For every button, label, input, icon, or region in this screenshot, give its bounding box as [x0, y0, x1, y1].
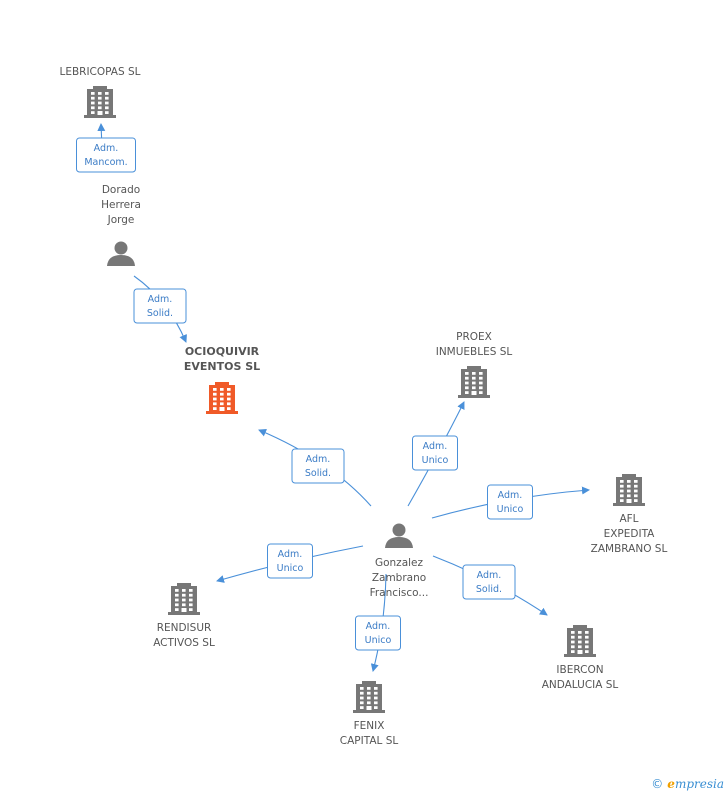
building-icon	[206, 382, 238, 414]
node-label: FENIX	[354, 720, 385, 732]
node-label: OCIOQUIVIR	[185, 345, 260, 358]
node-label: ZAMBRANO SL	[591, 543, 668, 555]
role-badge-text: Solid.	[305, 468, 331, 479]
role-badge[interactable]: Adm. Unico	[412, 435, 458, 471]
person-icon	[107, 241, 135, 266]
node-lebricopas[interactable]: LEBRICOPAS SL	[59, 66, 141, 118]
brand-name: mpresia	[674, 777, 724, 791]
role-badge-text: Adm.	[148, 294, 173, 305]
role-badge-text: Adm.	[278, 549, 303, 560]
edge-gonzalez-to-rendisur: Adm. Unico	[216, 543, 364, 583]
node-label: RENDISUR	[157, 622, 212, 634]
edge-dorado-to-lebricopas: Adm. Mancom.	[76, 123, 136, 173]
node-label: IBERCON	[556, 664, 603, 676]
node-label: Francisco...	[370, 587, 429, 599]
role-badge[interactable]: Adm. Mancom.	[76, 137, 136, 173]
role-badge[interactable]: Adm. Solid.	[462, 564, 516, 600]
node-fenix[interactable]: FENIX CAPITAL SL	[340, 681, 399, 747]
role-badge-text: Adm.	[498, 490, 523, 501]
building-icon	[613, 474, 645, 506]
node-afl[interactable]: AFL EXPEDITA ZAMBRANO SL	[591, 474, 668, 555]
footer-brand: ©empresia	[651, 777, 724, 791]
role-badge[interactable]: Adm. Solid.	[133, 288, 187, 324]
node-ibercon[interactable]: IBERCON ANDALUCIA SL	[542, 625, 619, 691]
node-label: EXPEDITA	[604, 528, 656, 540]
role-badge-text: Solid.	[147, 308, 173, 319]
node-label: Zambrano	[372, 572, 426, 584]
edge-gonzalez-to-ocioquivir: Adm. Solid.	[258, 429, 372, 507]
role-badge-text: Mancom.	[84, 157, 127, 168]
copyright-symbol: ©	[651, 777, 664, 791]
building-icon	[84, 86, 116, 118]
node-label: EVENTOS SL	[184, 360, 260, 373]
person-icon	[385, 523, 413, 548]
node-label: Herrera	[101, 199, 141, 211]
building-icon	[353, 681, 385, 713]
node-ocioquivir[interactable]: OCIOQUIVIR EVENTOS SL	[184, 345, 260, 414]
role-badge[interactable]: Adm. Unico	[355, 615, 401, 651]
node-rendisur[interactable]: RENDISUR ACTIVOS SL	[153, 583, 215, 649]
node-label: CAPITAL SL	[340, 735, 399, 747]
role-badge-text: Adm.	[366, 621, 391, 632]
node-proex[interactable]: PROEX INMUEBLES SL	[436, 331, 513, 398]
role-badge-text: Solid.	[476, 584, 502, 595]
node-label: PROEX	[456, 331, 492, 343]
building-icon	[564, 625, 596, 657]
edge-gonzalez-to-proex: Adm. Unico	[407, 401, 465, 507]
role-badge-text: Unico	[277, 563, 304, 574]
role-badge-text: Adm.	[477, 570, 502, 581]
node-label: ACTIVOS SL	[153, 637, 215, 649]
building-icon	[168, 583, 200, 615]
brand-initial: e	[667, 777, 675, 791]
role-badge-text: Unico	[422, 455, 449, 466]
node-label: ANDALUCIA SL	[542, 679, 619, 691]
node-label: AFL	[619, 513, 638, 525]
role-badge[interactable]: Adm. Solid.	[291, 448, 345, 484]
node-label: Dorado	[102, 184, 140, 196]
edge-gonzalez-to-afl: Adm. Unico	[431, 484, 590, 520]
node-label: Jorge	[107, 214, 135, 226]
node-label: Gonzalez	[375, 557, 424, 569]
role-badge[interactable]: Adm. Unico	[487, 484, 533, 520]
edge-gonzalez-to-ibercon: Adm. Solid.	[432, 555, 548, 616]
role-badge[interactable]: Adm. Unico	[267, 543, 313, 579]
role-badge-text: Adm.	[94, 143, 119, 154]
role-badge-text: Unico	[497, 504, 524, 515]
role-badge-text: Adm.	[423, 441, 448, 452]
edge-dorado-to-ocioquivir: Adm. Solid.	[133, 275, 187, 343]
edge-gonzalez-to-fenix: Adm. Unico	[355, 573, 401, 672]
role-badge-text: Unico	[365, 635, 392, 646]
role-badge-text: Adm.	[306, 454, 331, 465]
node-label: LEBRICOPAS SL	[59, 66, 140, 78]
node-gonzalez[interactable]: GonzalezZambranoFrancisco...	[370, 523, 429, 600]
building-icon	[458, 366, 490, 398]
node-label: INMUEBLES SL	[436, 346, 513, 358]
